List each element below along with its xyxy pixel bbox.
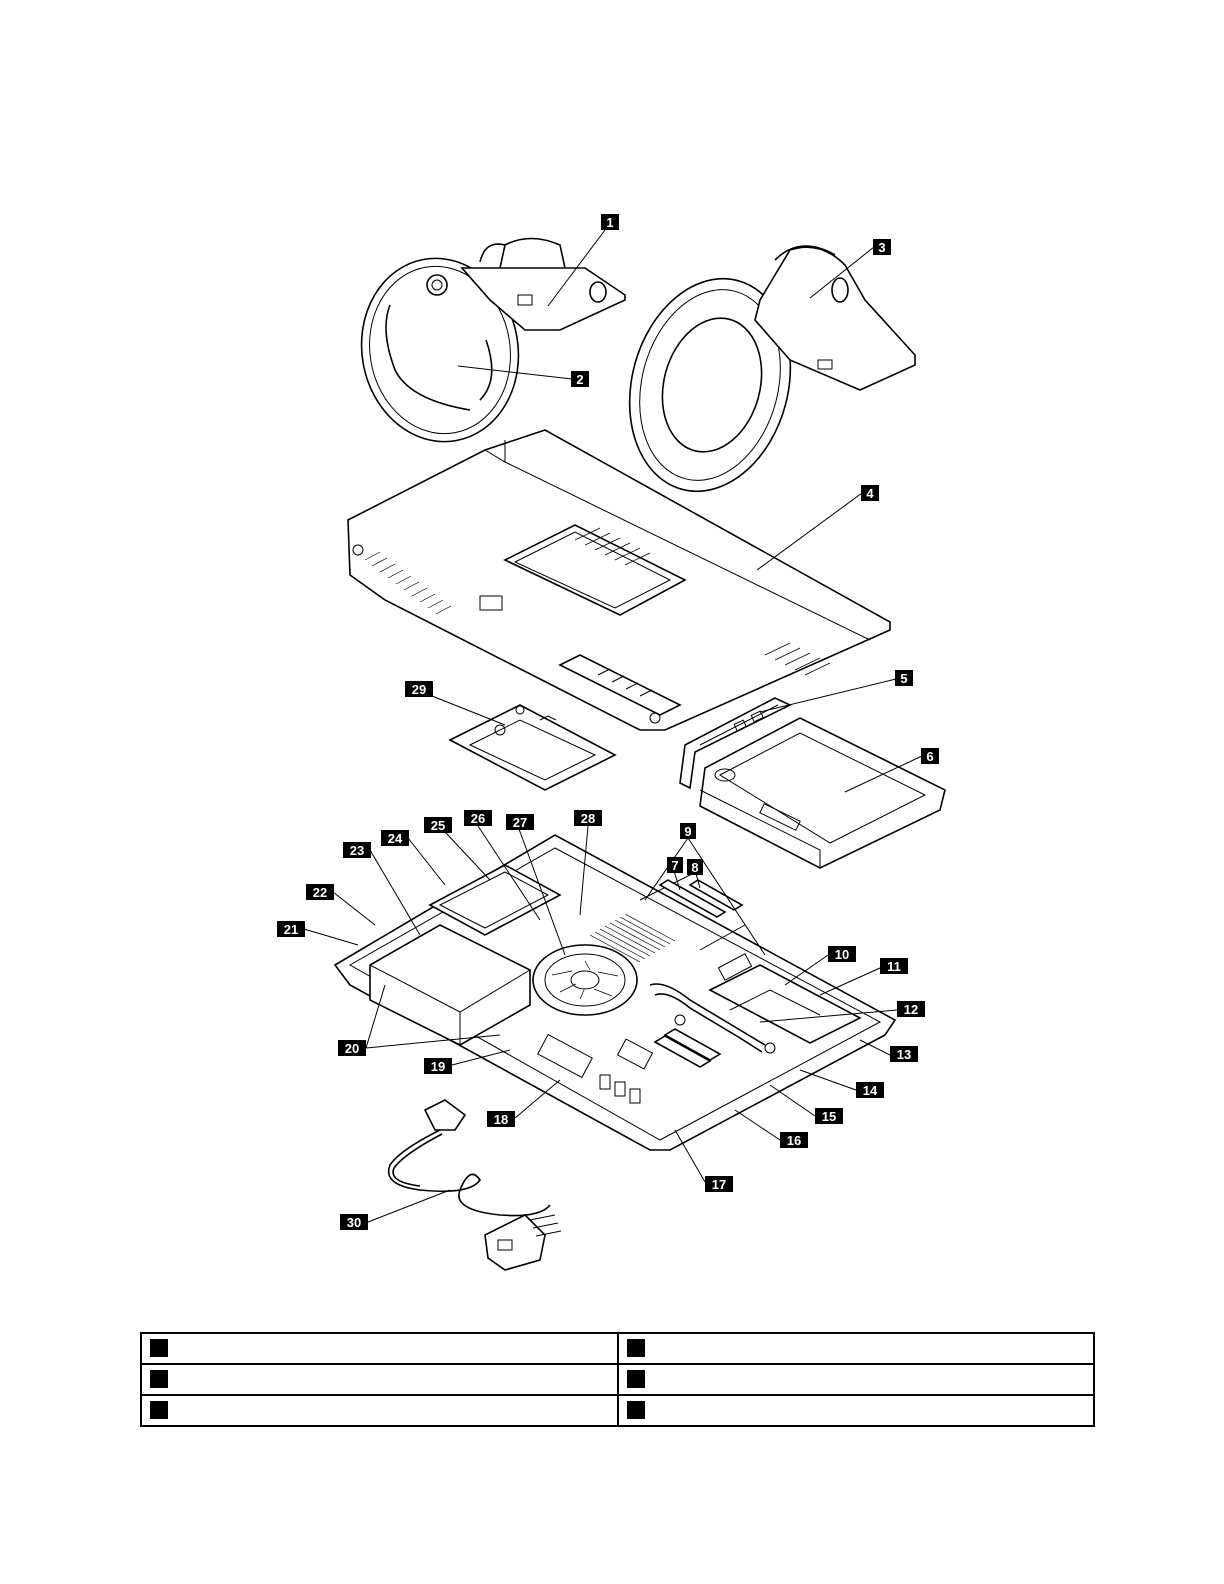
callout-5: 5: [895, 670, 913, 686]
legend-cell: [616, 1363, 1095, 1396]
svg-text:30: 30: [347, 1215, 361, 1230]
rear-cover: [347, 429, 891, 731]
callout-17: 17: [705, 1176, 733, 1192]
exploded-parts-diagram: 1 2 3 4 5 6 7 8 9 10 11 12 13 14 15 16 1…: [277, 214, 946, 1271]
callout-square-icon: [150, 1370, 168, 1389]
svg-text:26: 26: [471, 811, 485, 826]
callout-7: 7: [667, 857, 683, 873]
callout-9: 9: [680, 823, 696, 839]
callout-square-icon: [626, 1401, 645, 1420]
power-cord: [387, 1099, 562, 1271]
svg-text:10: 10: [835, 947, 849, 962]
legend-cell: [616, 1394, 1095, 1427]
svg-text:16: 16: [787, 1133, 801, 1148]
svg-text:12: 12: [904, 1002, 918, 1017]
system-board-shield: [699, 717, 946, 869]
svg-text:17: 17: [712, 1177, 726, 1192]
legend-row: [140, 1394, 1095, 1427]
callout-19: 19: [424, 1058, 452, 1074]
legend-row: [140, 1332, 1095, 1365]
callout-3: 3: [873, 239, 891, 255]
svg-text:13: 13: [897, 1047, 911, 1062]
svg-text:22: 22: [313, 885, 327, 900]
svg-text:8: 8: [691, 860, 698, 875]
legend-cell: [140, 1394, 619, 1427]
svg-text:7: 7: [671, 858, 678, 873]
callout-8: 8: [687, 859, 703, 875]
callout-10: 10: [828, 946, 856, 962]
leader-lines: [303, 225, 923, 1223]
callout-4: 4: [861, 485, 879, 501]
svg-text:29: 29: [412, 682, 426, 697]
legend-row: [140, 1363, 1095, 1396]
svg-text:28: 28: [581, 811, 595, 826]
svg-text:18: 18: [494, 1112, 508, 1127]
callout-26: 26: [464, 810, 492, 826]
callout-square-icon: [626, 1339, 645, 1358]
svg-text:11: 11: [887, 959, 901, 974]
svg-text:27: 27: [513, 815, 527, 830]
svg-text:14: 14: [863, 1083, 878, 1098]
callout-15: 15: [815, 1108, 843, 1124]
callout-24: 24: [381, 830, 409, 846]
callout-22: 22: [306, 884, 334, 900]
legend-cell: [616, 1332, 1095, 1365]
callout-13: 13: [890, 1046, 918, 1062]
callout-21: 21: [277, 921, 305, 937]
stand-assembly-right: [628, 245, 916, 493]
svg-text:20: 20: [345, 1041, 359, 1056]
svg-text:3: 3: [878, 240, 885, 255]
svg-text:19: 19: [431, 1059, 445, 1074]
callout-16: 16: [780, 1132, 808, 1148]
callout-23: 23: [343, 842, 371, 858]
callout-square-icon: [626, 1370, 645, 1389]
callout-11: 11: [880, 958, 908, 974]
callout-18: 18: [487, 1111, 515, 1127]
svg-text:2: 2: [576, 372, 583, 387]
callout-square-icon: [150, 1339, 168, 1358]
callout-2: 2: [571, 371, 589, 387]
callout-6: 6: [921, 748, 939, 764]
vesa-bracket: [448, 704, 617, 791]
chassis-frame: [333, 834, 897, 1151]
legend-cell: [140, 1332, 619, 1365]
stand-assembly-left: [360, 237, 626, 443]
callout-12: 12: [897, 1001, 925, 1017]
svg-text:15: 15: [822, 1109, 836, 1124]
callout-28: 28: [574, 810, 602, 826]
svg-text:24: 24: [388, 831, 403, 846]
svg-text:6: 6: [926, 749, 933, 764]
callout-30: 30: [340, 1214, 368, 1230]
svg-text:5: 5: [900, 671, 907, 686]
callout-20: 20: [338, 1040, 366, 1056]
svg-text:4: 4: [866, 486, 874, 501]
svg-text:23: 23: [350, 843, 364, 858]
svg-text:1: 1: [606, 215, 613, 230]
callout-square-icon: [150, 1401, 168, 1420]
legend-cell: [140, 1363, 619, 1396]
svg-text:25: 25: [431, 818, 445, 833]
callout-14: 14: [856, 1082, 884, 1098]
callout-25: 25: [424, 817, 452, 833]
svg-text:9: 9: [684, 824, 691, 839]
small-boards: [658, 879, 744, 918]
callout-27: 27: [506, 814, 534, 830]
callout-29: 29: [405, 681, 433, 697]
svg-text:21: 21: [284, 922, 298, 937]
parts-legend-table: [140, 1332, 1095, 1427]
callout-1: 1: [601, 214, 619, 230]
